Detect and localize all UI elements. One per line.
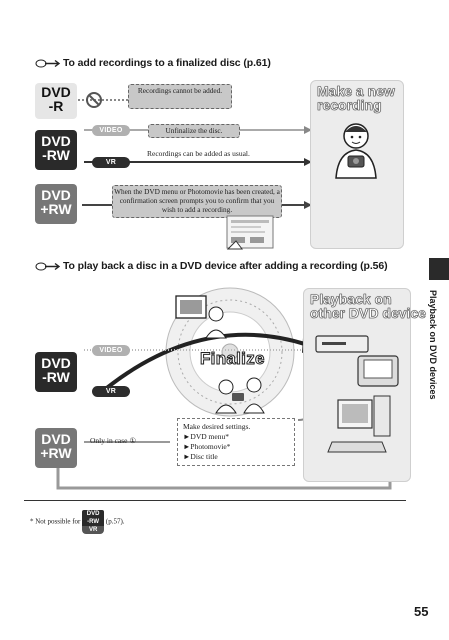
dvd-devices-illustration	[315, 335, 399, 453]
disc-arrow-icon	[35, 262, 61, 271]
dvdr-info-box: Recordings cannot be added.	[128, 84, 232, 109]
person-with-camcorder-illustration	[335, 123, 377, 179]
settings-heading: Make desired settings.	[183, 422, 251, 431]
settings-item-photomovie: ►Photomovie*	[183, 442, 231, 451]
vr-mode-badge: VR	[92, 157, 130, 168]
section1-title: To add recordings to a finalized disc (p…	[35, 57, 271, 69]
disc-arrow-icon	[35, 59, 61, 68]
disc-dvd-rw-2: DVD-RW	[35, 352, 77, 392]
disc-dvd-rw: DVD-RW	[35, 130, 77, 170]
finalize-label: Finalize	[200, 349, 265, 369]
mini-dvd-rw-vr-badge: DVD -RW VR	[82, 510, 105, 534]
footnote-divider	[24, 500, 406, 501]
section2-flow-graphic	[56, 287, 392, 490]
settings-box: Make desired settings. ►DVD menu* ►Photo…	[177, 418, 295, 466]
section2-title: To play back a disc in a DVD device afte…	[35, 260, 388, 272]
vr-mode-badge-2: VR	[92, 386, 130, 397]
settings-item-disc-title: ►Disc title	[183, 452, 218, 461]
side-tab-marker	[429, 258, 449, 280]
page-number: 55	[414, 604, 429, 619]
people-with-camcorder-illustration	[215, 377, 265, 414]
video-mode-badge: VIDEO	[92, 125, 130, 136]
plusrw-info-box: When the DVD menu or Photomovie has been…	[112, 185, 282, 218]
video-mode-badge-2: VIDEO	[92, 345, 130, 356]
only-in-case-text: Only in case ①	[90, 436, 137, 445]
prohibited-icon	[86, 92, 102, 108]
side-tab-text: Playback on DVD devices	[428, 290, 438, 400]
confirmation-screen-illustration	[226, 215, 274, 250]
settings-item-dvd-menu: ►DVD menu*	[183, 432, 229, 441]
unfinalize-box: Unfinalize the disc.	[148, 124, 240, 138]
footnote: * Not possible for DVD -RW VR (p.57).	[30, 510, 125, 534]
vr-info-text: Recordings can be added as usual.	[147, 149, 250, 158]
disc-dvd-plus-rw-2: DVD+RW	[35, 428, 77, 468]
disc-dvd-plus-rw: DVD+RW	[35, 184, 77, 224]
disc-dvd-r: DVD-R	[35, 83, 77, 119]
tv-viewing-illustration	[175, 295, 227, 339]
